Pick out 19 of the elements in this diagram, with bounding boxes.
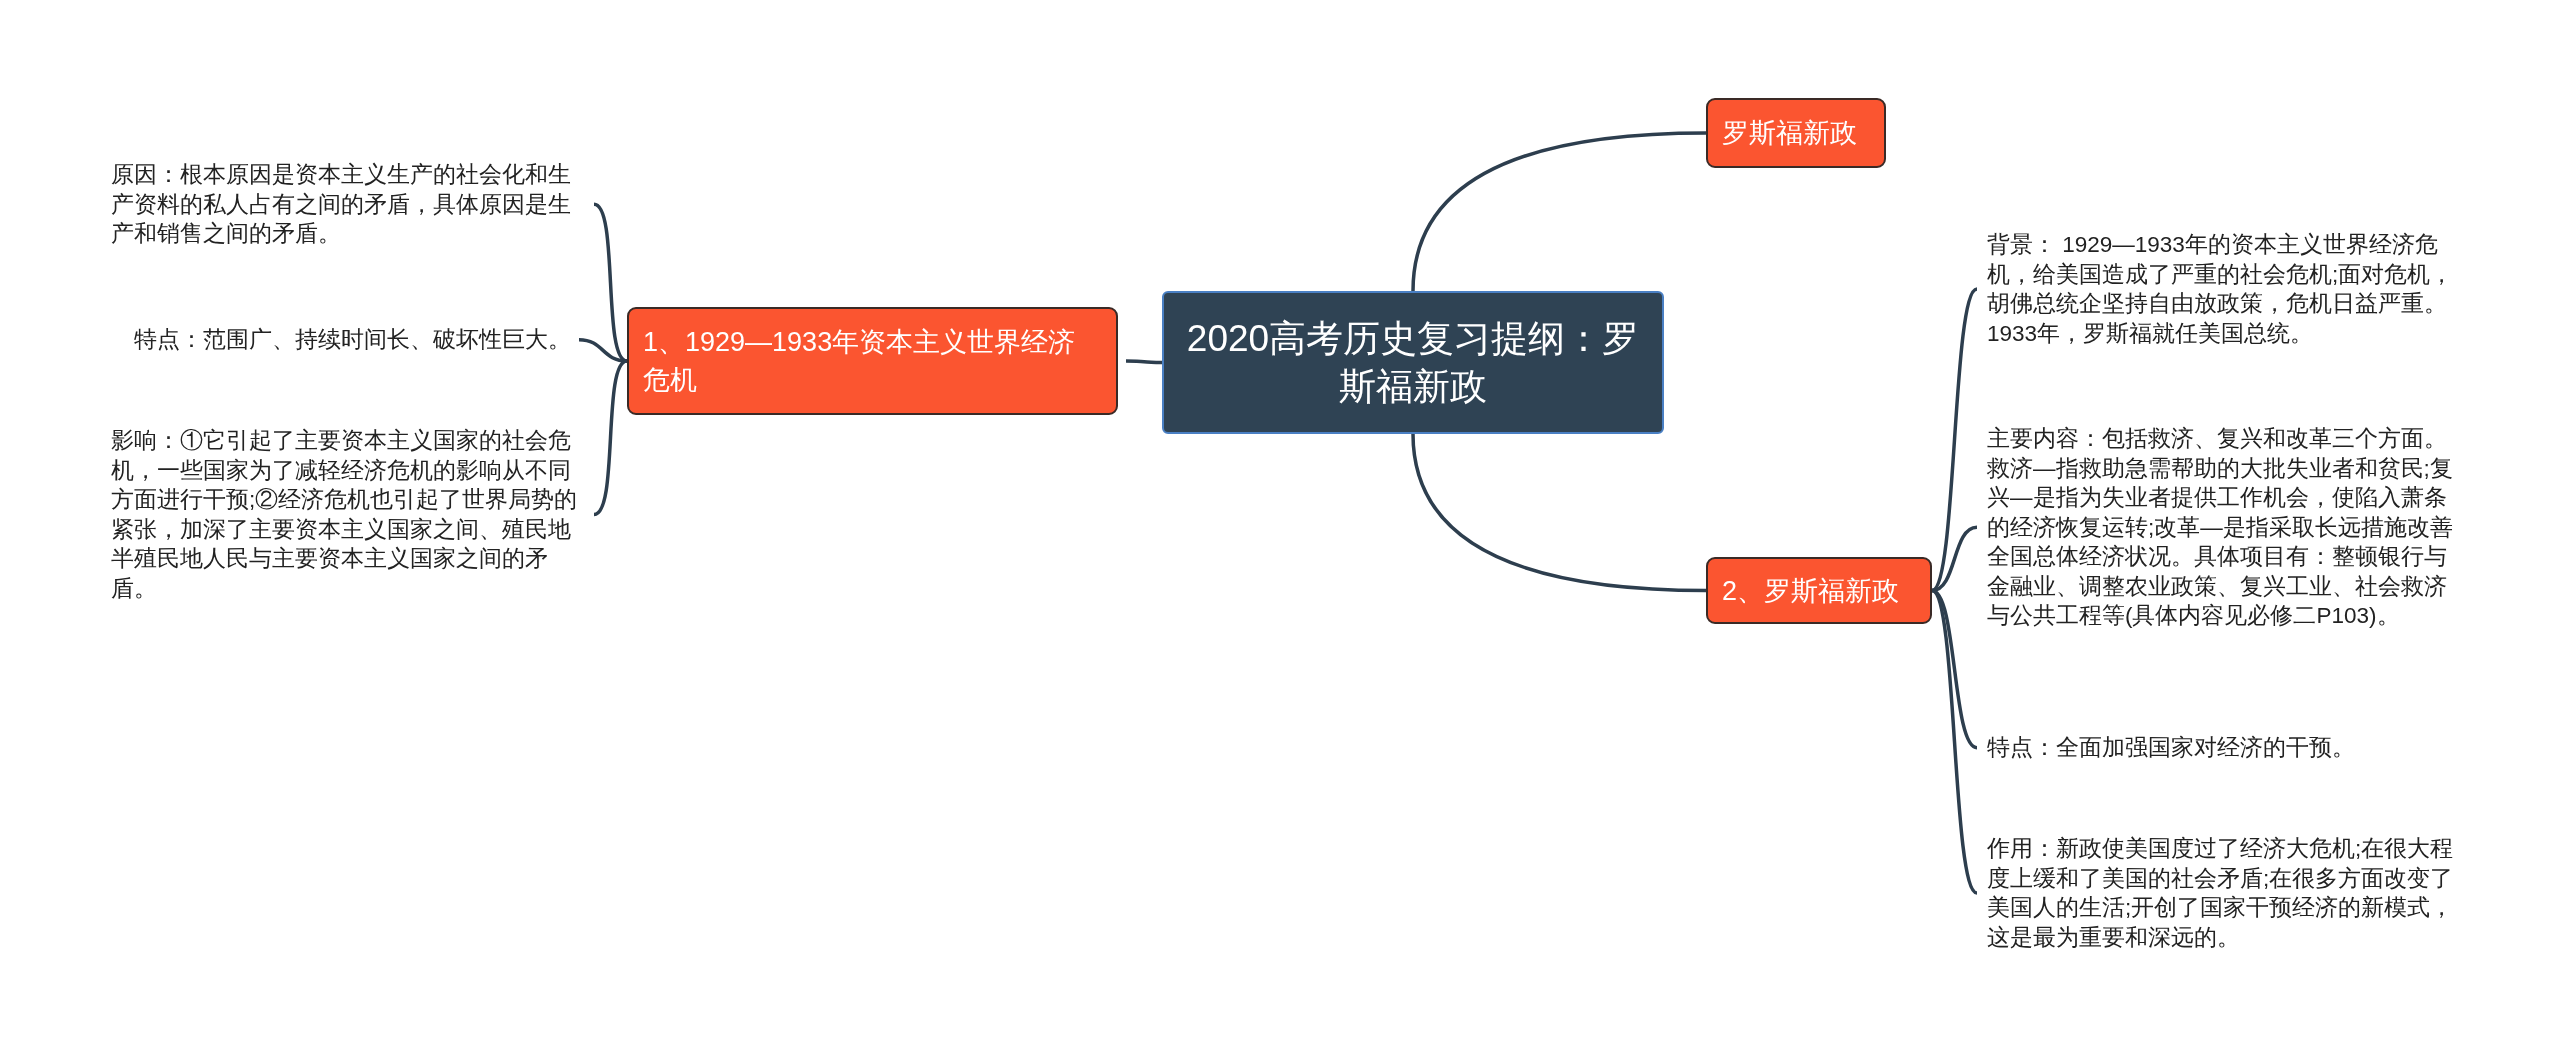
- note-text: 背景： 1929—1933年的资本主义世界经济危机，给美国造成了严重的社会危机;面对危机，胡佛总统企坚持自由放政策，危机日益严重。1933年，罗斯福就任美国总统。: [1987, 230, 2457, 348]
- connector-line: [1931, 588, 1978, 750]
- note-text: 特点：范围广、持续时间长、破坏性巨大。: [134, 325, 571, 355]
- note-text: 原因：根本原因是资本主义生产的社会化和生产资料的私人占有之间的矛盾，具体原因是生产和销售之间的矛盾。: [111, 160, 586, 249]
- connector-line: [1411, 433, 1707, 593]
- topic-box: 1、1929—1933年资本主义世界经济危机: [627, 307, 1118, 415]
- note-text: 主要内容：包括救济、复兴和改革三个方面。救济—指救助急需帮助的大批失业者和贫民;复兴—是指为失业者提供工作机会，使陷入萧条的经济恢复运转;改革—是指采取长远措施改善全国总体经济状况。具体项目有：整顿银行与金融业、调整农业政策、复兴工业、社会救济与公共工程等(具体内容见必修二P103)。: [1987, 424, 2457, 631]
- topic-box: 罗斯福新政: [1706, 98, 1886, 168]
- note-text: 特点：全面加强国家对经济的干预。: [1987, 733, 2355, 763]
- connector-line: [1930, 287, 1979, 592]
- note-text: 作用：新政使美国度过了经济大危机;在很大程度上缓和了美国的社会矛盾;在很多方面改变了美国人的生活;开创了国家干预经济的新模式，这是最为重要和深远的。: [1987, 834, 2457, 952]
- topic-box: 2、罗斯福新政: [1706, 557, 1932, 624]
- connector-line: [1930, 589, 1979, 895]
- connector-line: [593, 359, 628, 517]
- note-text: 影响：①它引起了主要资本主义国家的社会危机，一些国家为了减轻经济危机的影响从不同方面进行干预;②经济危机也引起了世界局势的紧张，加深了主要资本主义国家之间、殖民地半殖民地人民与主要资本主义国家之间的矛盾。: [111, 426, 586, 603]
- root-topic-box: 2020高考历史复习提纲：罗斯福新政: [1162, 291, 1664, 434]
- connector-line: [1126, 359, 1162, 365]
- connector-line: [1931, 525, 1978, 593]
- connector-line: [1411, 131, 1707, 292]
